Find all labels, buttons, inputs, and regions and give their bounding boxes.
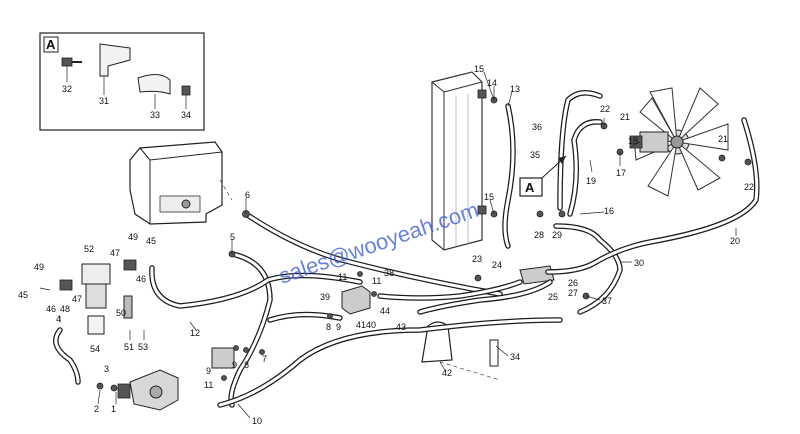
part-label: 48 — [60, 304, 70, 314]
part-label: 16 — [604, 206, 614, 216]
mounting-clamp — [421, 321, 501, 381]
fan-motor — [629, 131, 669, 153]
part-label: 50 — [116, 308, 126, 318]
part-label: 21 — [620, 112, 630, 122]
part-label: 28 — [534, 230, 544, 240]
part-label: 12 — [190, 328, 200, 338]
part-label: 54 — [90, 344, 100, 354]
part-label: 53 — [138, 342, 148, 352]
part-label: 8 — [244, 360, 249, 370]
part-label: 11 — [338, 272, 347, 282]
detail-marker-letter: A — [525, 180, 535, 195]
bolt-part — [181, 85, 191, 96]
part-label: 44 — [380, 306, 390, 316]
part-label: 46 — [46, 304, 56, 314]
part-label: 11 — [372, 276, 381, 286]
part-label: 37 — [602, 296, 612, 306]
part-label: 22 — [600, 104, 610, 114]
part-label: 15 — [484, 192, 494, 202]
fittings — [96, 96, 752, 392]
part-label: 30 — [634, 258, 644, 268]
part-number-labels: 1 2 3 4 5 6 7 8 9 9 9 8 10 11 11 11 12 1… — [18, 64, 754, 426]
part-label: 23 — [472, 254, 482, 264]
inset-detail-a: A 32 31 33 34 — [39, 32, 205, 131]
part-label: 38 — [384, 268, 394, 278]
part-label: 14 — [487, 78, 497, 88]
part-label: 26 — [568, 278, 578, 288]
part-label: 32 — [62, 84, 72, 94]
part-label: 9 — [232, 360, 237, 370]
part-label: 46 — [136, 274, 146, 284]
part-label: 18 — [628, 136, 638, 146]
inset-letter: A — [46, 37, 56, 52]
detail-marker-a: A — [519, 155, 567, 197]
part-label: 47 — [72, 294, 82, 304]
part-label: 19 — [586, 176, 596, 186]
part-label: 24 — [492, 260, 502, 270]
part-label: 13 — [510, 84, 520, 94]
filter-assembly — [59, 259, 137, 335]
part-label: 34 — [510, 352, 520, 362]
part-label: 35 — [530, 150, 540, 160]
part-label: 41 — [356, 320, 366, 330]
leader-lines — [39, 71, 737, 419]
part-label: 47 — [110, 248, 120, 258]
part-label: 6 — [245, 190, 250, 200]
part-label: 42 — [442, 368, 452, 378]
part-label: 8 — [326, 322, 331, 332]
part-label: 17 — [616, 168, 626, 178]
part-label: 31 — [99, 96, 109, 106]
part-label: 21 — [718, 134, 728, 144]
part-label: 49 — [128, 232, 138, 242]
part-label: 5 — [230, 232, 235, 242]
part-label: 36 — [532, 122, 542, 132]
part-label: 15 — [474, 64, 484, 74]
part-label: 3 — [104, 364, 109, 374]
part-label: 29 — [552, 230, 562, 240]
part-label: 20 — [730, 236, 740, 246]
part-label: 10 — [252, 416, 262, 426]
part-label: 9 — [206, 366, 211, 376]
bolt-part — [61, 57, 73, 67]
part-label: 7 — [262, 354, 267, 364]
part-label: 34 — [181, 110, 191, 120]
part-label: 11 — [204, 380, 213, 390]
part-label: 2 — [94, 404, 99, 414]
part-label: 9 — [336, 322, 341, 332]
clamp-part — [137, 74, 171, 95]
valve-block — [211, 265, 555, 369]
part-label: 49 — [34, 262, 44, 272]
hydraulic-pump — [117, 369, 179, 411]
part-label: 43 — [396, 322, 406, 332]
part-label: 40 — [366, 320, 376, 330]
part-label: 25 — [548, 292, 558, 302]
radiator-cooler — [431, 71, 487, 251]
engine-tank-assembly — [129, 141, 233, 225]
part-label: 52 — [84, 244, 94, 254]
part-label: 33 — [150, 110, 160, 120]
part-label: 27 — [568, 288, 578, 298]
part-label: 51 — [124, 342, 134, 352]
part-label: 39 — [320, 292, 330, 302]
part-label: 45 — [18, 290, 28, 300]
part-label: 22 — [744, 182, 754, 192]
part-label: 45 — [146, 236, 156, 246]
part-label: 1 — [111, 404, 116, 414]
part-label: 4 — [56, 314, 61, 324]
bracket-part — [99, 43, 131, 77]
